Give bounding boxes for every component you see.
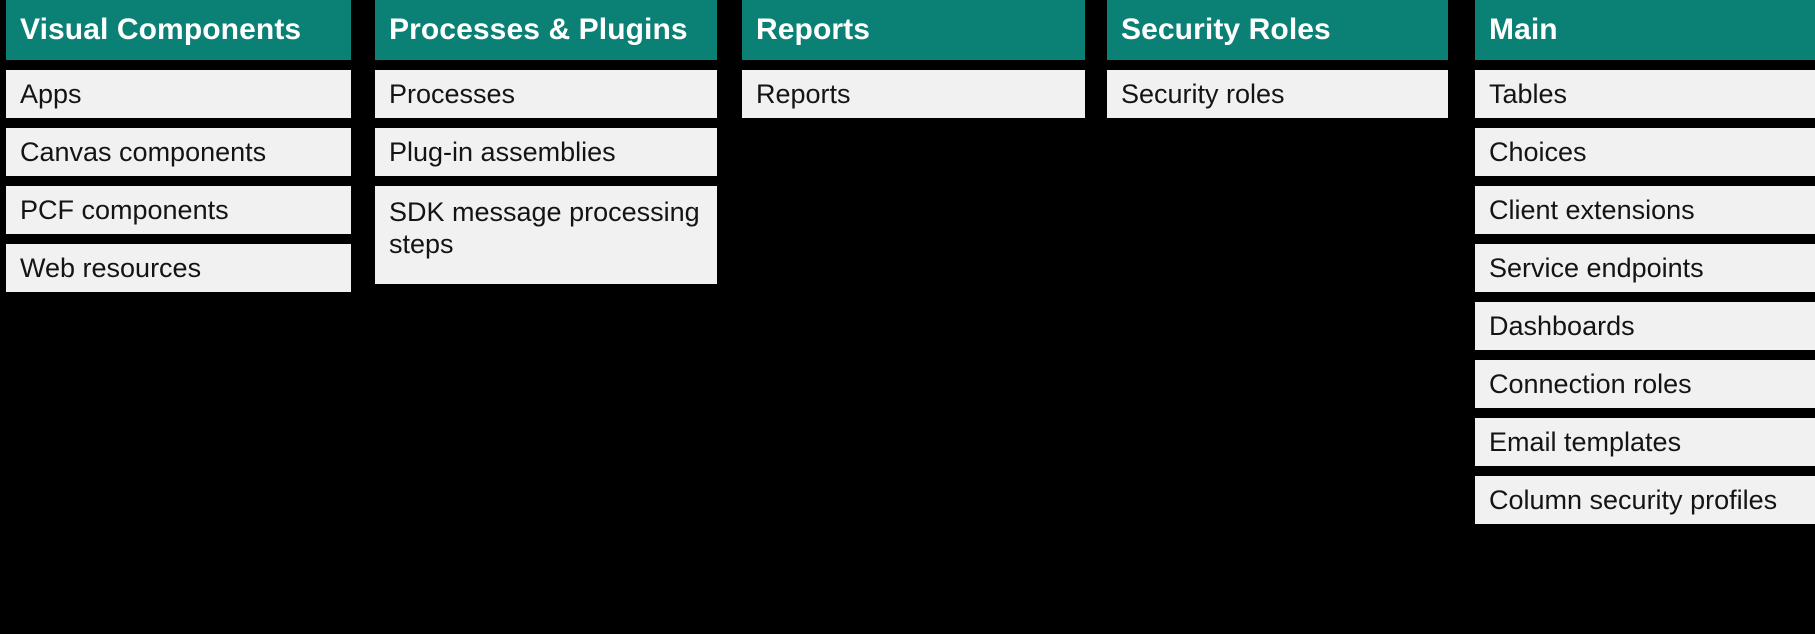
card-label: Email templates — [1489, 426, 1682, 457]
column-visual-components: Visual Components Apps Canvas components… — [6, 0, 351, 302]
card-connection-roles[interactable]: Connection roles — [1475, 360, 1815, 408]
card-security-roles[interactable]: Security roles — [1107, 70, 1448, 118]
column-header-visual-components: Visual Components — [6, 0, 351, 60]
card-label: Tables — [1489, 78, 1568, 109]
card-column-security-profiles[interactable]: Column security profiles — [1475, 476, 1815, 524]
card-label: Web resources — [20, 252, 202, 283]
card-label: Connection roles — [1489, 368, 1692, 399]
card-label: Apps — [20, 78, 82, 109]
card-client-extensions[interactable]: Client extensions — [1475, 186, 1815, 234]
column-header-processes-and-plugins: Processes & Plugins — [375, 0, 717, 60]
card-choices[interactable]: Choices — [1475, 128, 1815, 176]
card-label: Plug-in assemblies — [389, 136, 616, 167]
card-processes[interactable]: Processes — [375, 70, 717, 118]
card-label: Security roles — [1121, 78, 1285, 109]
card-pcf-components[interactable]: PCF components — [6, 186, 351, 234]
column-security-roles: Security Roles Security roles — [1107, 0, 1448, 128]
column-reports: Reports Reports — [742, 0, 1085, 128]
card-apps[interactable]: Apps — [6, 70, 351, 118]
column-header-reports: Reports — [742, 0, 1085, 60]
card-label: Column security profiles — [1489, 484, 1778, 515]
card-service-endpoints[interactable]: Service endpoints — [1475, 244, 1815, 292]
card-web-resources[interactable]: Web resources — [6, 244, 351, 292]
card-tables[interactable]: Tables — [1475, 70, 1815, 118]
column-processes-and-plugins: Processes & Plugins Processes Plug-in as… — [375, 0, 717, 294]
card-label: Client extensions — [1489, 194, 1695, 225]
card-sdk-message-processing-steps[interactable]: SDK message processing steps — [375, 186, 717, 284]
card-dashboards[interactable]: Dashboards — [1475, 302, 1815, 350]
card-label: Service endpoints — [1489, 252, 1704, 283]
card-canvas-components[interactable]: Canvas components — [6, 128, 351, 176]
card-email-templates[interactable]: Email templates — [1475, 418, 1815, 466]
column-header-security-roles: Security Roles — [1107, 0, 1448, 60]
card-plug-in-assemblies[interactable]: Plug-in assemblies — [375, 128, 717, 176]
card-label: Canvas components — [20, 136, 267, 167]
card-label: SDK message processing steps — [389, 197, 700, 260]
card-label: Reports — [756, 78, 851, 109]
column-header-main: Main — [1475, 0, 1815, 60]
card-label: Processes — [389, 78, 516, 109]
column-main: Main Tables Choices Client extensions Se… — [1475, 0, 1815, 534]
card-reports[interactable]: Reports — [742, 70, 1085, 118]
card-label: Choices — [1489, 136, 1587, 167]
card-label: Dashboards — [1489, 310, 1635, 341]
card-label: PCF components — [20, 194, 229, 225]
